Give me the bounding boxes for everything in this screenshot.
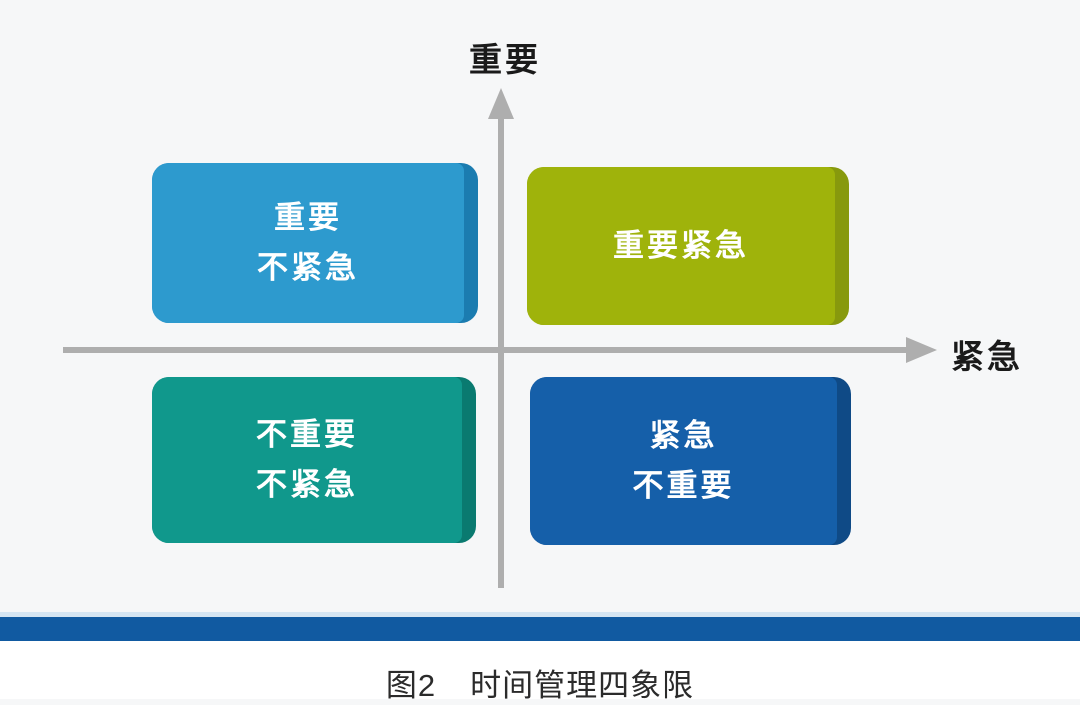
quadrant-label-line: 紧急 (649, 417, 718, 453)
quadrant-important-urgent: 重要紧急 (527, 167, 849, 325)
figure-caption: 图2 时间管理四象限 (0, 660, 1080, 705)
quadrant-important-not-urgent: 重要 不紧急 (152, 163, 478, 323)
quadrant-face: 重要紧急 (527, 167, 835, 325)
quadrant-label-line: 不紧急 (257, 250, 359, 285)
x-axis-arrowhead-icon (906, 337, 937, 363)
divider-bar (0, 617, 1080, 641)
quadrant-not-important-not-urgent: 不重要 不紧急 (152, 377, 476, 543)
x-axis-label: 紧急 (951, 338, 1023, 375)
quadrant-label-line: 不重要 (632, 468, 735, 503)
figure-caption-title: 时间管理四象限 (470, 668, 695, 703)
quadrant-label-line: 不紧急 (256, 467, 358, 502)
quadrant-face: 重要 不紧急 (152, 163, 464, 323)
quadrant-label-line: 重要紧急 (613, 227, 749, 263)
divider-accent-line (0, 612, 1080, 617)
quadrant-label-line: 重要 (274, 199, 342, 235)
x-axis-line (63, 347, 909, 353)
footer-area (0, 641, 1080, 699)
figure-caption-number: 图2 (385, 668, 437, 703)
y-axis-arrowhead-icon (488, 88, 514, 119)
quadrant-face: 不重要 不紧急 (152, 377, 462, 543)
quadrant-face: 紧急 不重要 (530, 377, 837, 545)
quadrant-urgent-not-important: 紧急 不重要 (530, 377, 851, 545)
quadrant-label-line: 不重要 (256, 416, 358, 452)
y-axis-label: 重要 (469, 41, 541, 78)
